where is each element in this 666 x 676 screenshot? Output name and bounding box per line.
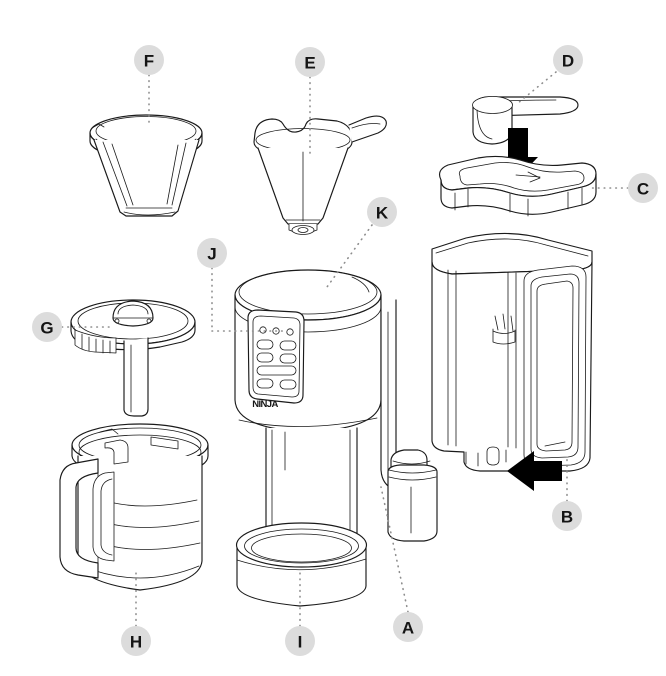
callout-badge-b[interactable]: B xyxy=(552,501,582,531)
part-g-carafe-lid xyxy=(70,299,196,417)
part-j-control-panel xyxy=(247,309,305,404)
callout-label-a: A xyxy=(402,619,414,638)
callout-badge-d[interactable]: D xyxy=(553,45,583,75)
callout-badges: A B C D E F xyxy=(32,45,658,656)
leader-a xyxy=(380,486,409,613)
part-e-brew-basket xyxy=(253,115,387,235)
callout-label-k: K xyxy=(376,204,389,223)
part-i-warming-plate-base xyxy=(235,522,368,607)
callout-badge-g[interactable]: G xyxy=(32,312,62,342)
part-d-coffee-scoop xyxy=(472,96,579,145)
callout-leader-lines xyxy=(61,71,629,627)
callout-label-f: F xyxy=(144,52,154,71)
callout-label-j: J xyxy=(207,245,216,264)
callout-badge-f[interactable]: F xyxy=(134,45,164,75)
part-h-glass-carafe xyxy=(59,423,209,591)
callout-label-g: G xyxy=(40,319,53,338)
part-a-side-canister xyxy=(387,449,438,542)
callout-badge-c[interactable]: C xyxy=(628,173,658,203)
callout-badge-j[interactable]: J xyxy=(197,238,227,268)
callout-label-c: C xyxy=(637,180,649,199)
callout-label-d: D xyxy=(562,52,574,71)
water-level-icon xyxy=(492,313,516,345)
part-main-brewer-body: NINJA xyxy=(234,269,438,607)
callout-badge-h[interactable]: H xyxy=(121,626,151,656)
callout-label-h: H xyxy=(130,633,142,652)
brand-wordmark: NINJA xyxy=(252,399,278,410)
callout-badge-a[interactable]: A xyxy=(393,612,423,642)
callout-label-i: I xyxy=(298,633,303,652)
part-c-scoop-holder-tray xyxy=(438,155,597,217)
callout-badge-i[interactable]: I xyxy=(285,626,315,656)
leader-d xyxy=(517,71,557,104)
callout-label-e: E xyxy=(304,54,315,73)
leader-k xyxy=(326,224,373,288)
callout-badge-k[interactable]: K xyxy=(367,197,397,227)
part-b-water-reservoir xyxy=(431,232,593,472)
part-f-permanent-filter xyxy=(89,114,203,217)
callout-badge-e[interactable]: E xyxy=(295,47,325,77)
callout-label-b: B xyxy=(561,508,573,527)
reservoir-insert-arrow xyxy=(507,451,562,491)
